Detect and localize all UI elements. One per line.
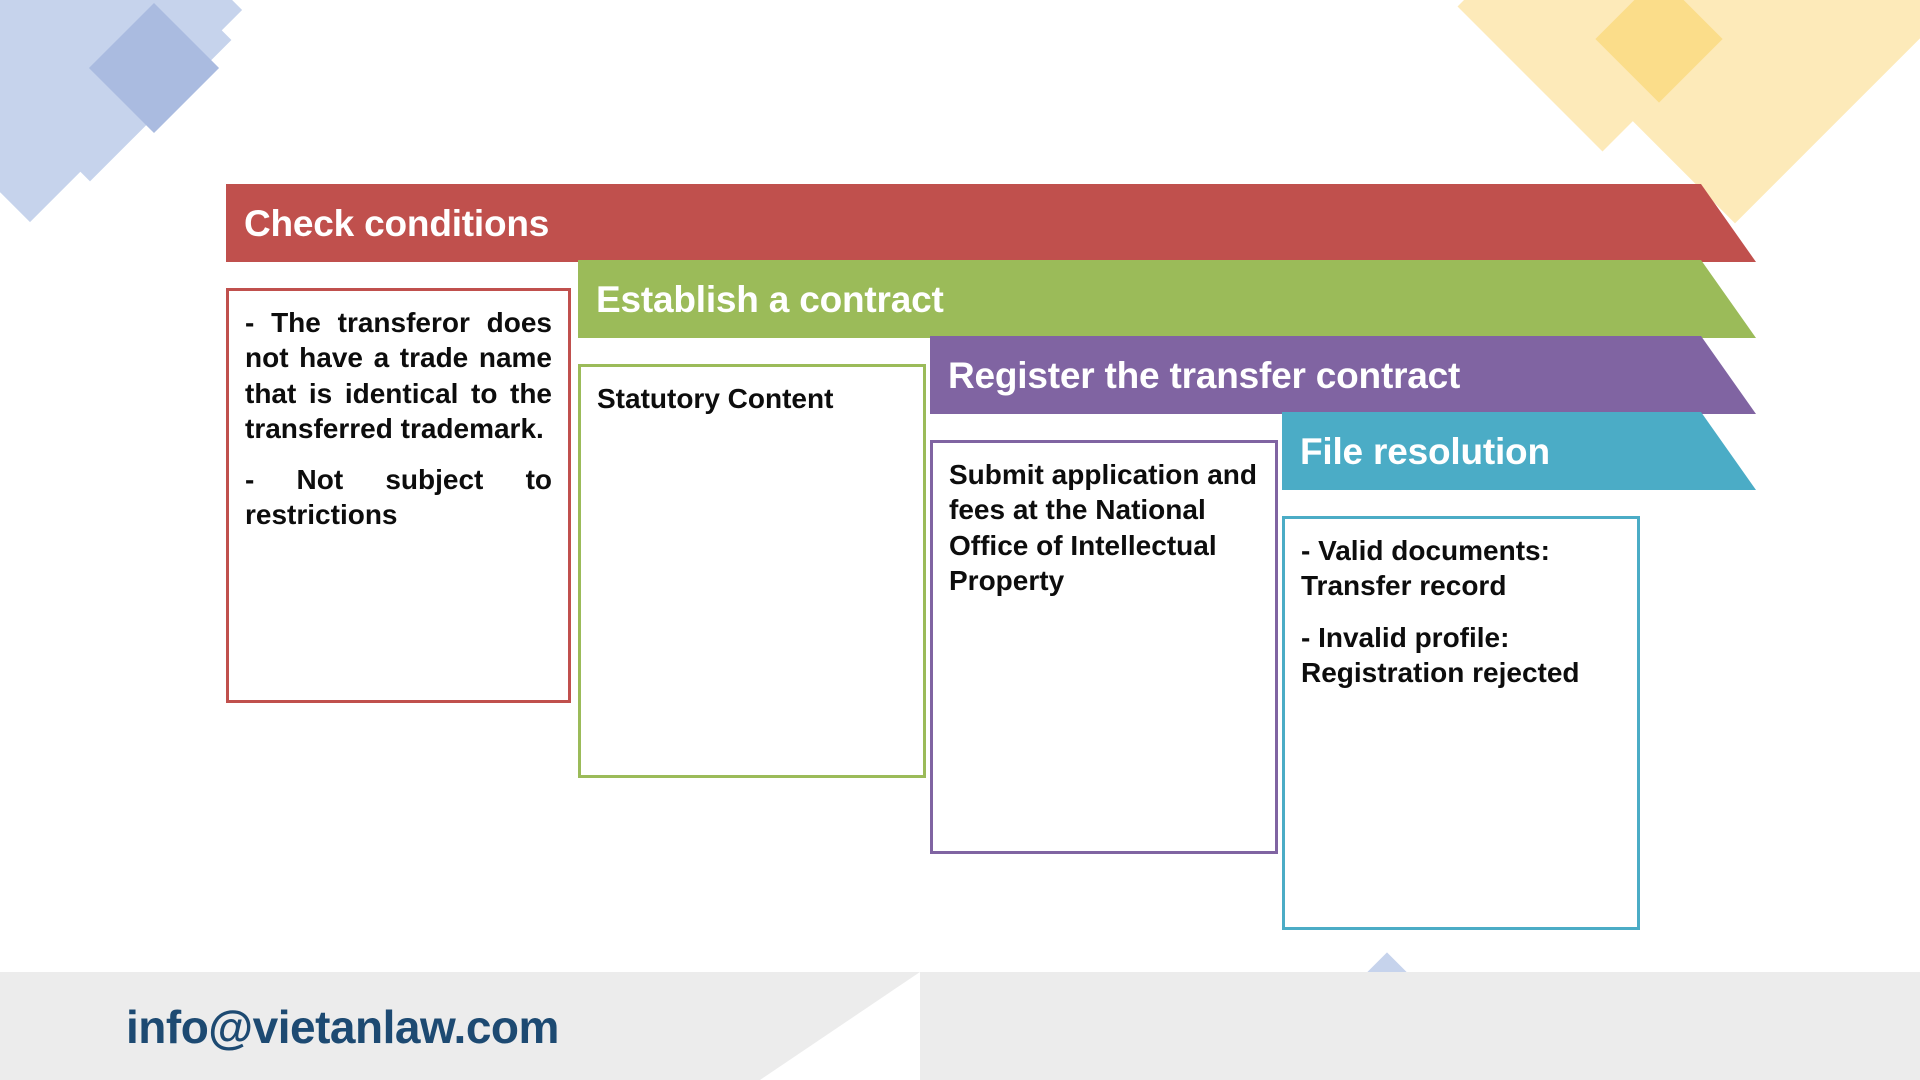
content-box-establish-contract: Statutory Content [578,364,926,778]
decor-diamond-top-left-small [88,2,220,134]
arrow-body-1: Check conditions [226,184,1646,262]
step-label-1: Check conditions [244,202,550,244]
footer-band [0,972,1920,1080]
arrow-head-1 [1646,184,1756,262]
process-arrow-file-resolution[interactable]: File resolution [1282,412,1756,490]
step-label-2: Establish a contract [596,278,944,320]
content-line-1-2: - Not subject to restrictions [245,464,552,531]
decor-diamond-top-left-medium [0,0,232,182]
content-line-3-1: Submit application and fees at the Natio… [949,459,1258,596]
decor-diamond-top-left-large [0,0,243,223]
arrow-head-3 [1646,336,1756,414]
arrow-head-4 [1646,412,1756,490]
content-line-1-1: - The transferor does not have a trade n… [245,307,552,444]
arrow-body-4: File resolution [1282,412,1646,490]
process-arrow-register-transfer[interactable]: Register the transfer contract [930,336,1756,414]
decor-diamond-top-right-medium [1457,0,1748,152]
arrow-body-2: Establish a contract [578,260,1646,338]
content-line-4-1: - Valid documents: Transfer record [1301,535,1550,602]
content-box-file-resolution: - Valid documents: Transfer record - Inv… [1282,516,1640,930]
arrow-head-2-icon [1646,260,1756,338]
content-line-4-2: - Invalid profile: Registration rejected [1301,621,1580,688]
arrow-head-1-icon [1646,184,1756,262]
process-arrow-check-conditions[interactable]: Check conditions [226,184,1756,262]
decor-diamond-top-right-small [1595,0,1723,103]
content-line-2-1: Statutory Content [597,383,834,414]
step-label-4: File resolution [1300,430,1550,472]
content-box-register-transfer: Submit application and fees at the Natio… [930,440,1278,854]
process-arrow-establish-contract[interactable]: Establish a contract [578,260,1756,338]
arrow-body-3: Register the transfer contract [930,336,1646,414]
arrow-head-3-icon [1646,336,1756,414]
arrow-head-2 [1646,260,1756,338]
arrow-head-4-icon [1646,412,1756,490]
step-label-3: Register the transfer contract [948,354,1461,396]
content-box-check-conditions: - The transferor does not have a trade n… [226,288,571,703]
footer-email[interactable]: info@vietanlaw.com [126,1001,559,1053]
